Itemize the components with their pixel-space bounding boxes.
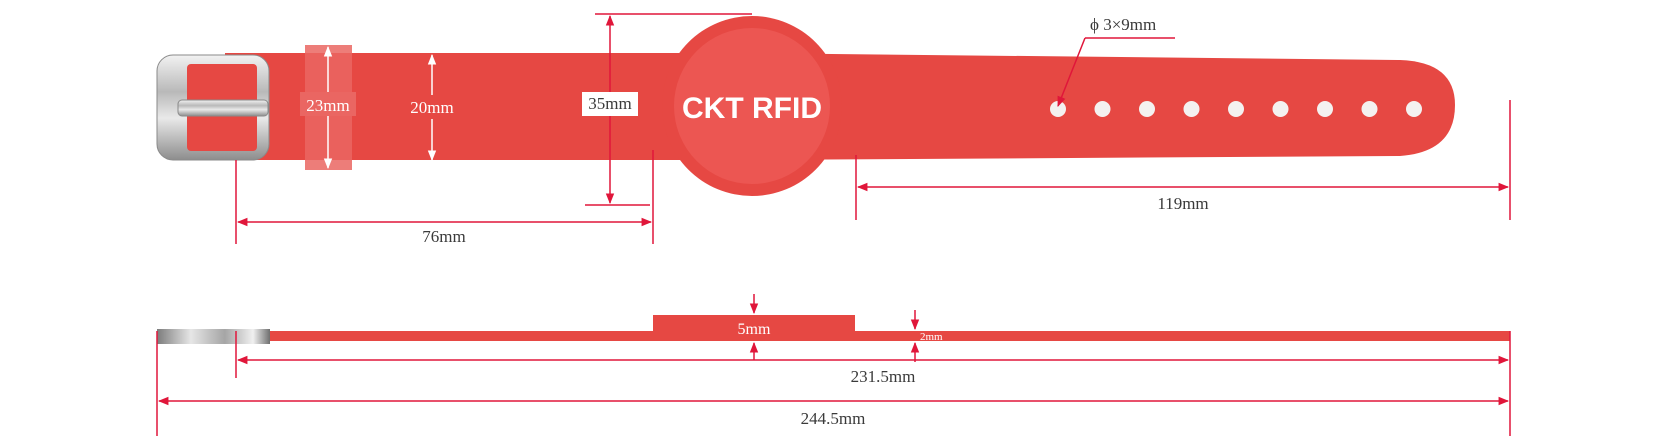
- strap-hole: [1050, 101, 1066, 117]
- strap-hole: [1361, 101, 1378, 117]
- strap-hole: [1272, 101, 1289, 117]
- dim-strap-thickness: 2mm: [920, 331, 943, 343]
- chip-disk: [674, 28, 830, 184]
- strap-hole: [1406, 101, 1422, 117]
- side-strap: [270, 331, 1510, 341]
- top-view: CKT RFID 23mm 20mm 35mm ϕ 3×9mm: [156, 13, 1511, 246]
- strap-hole: [1317, 101, 1333, 117]
- logo-text: CKT RFID: [682, 92, 822, 125]
- dim-chip-thickness: 5mm: [738, 321, 771, 338]
- strap-hole: [1228, 101, 1244, 117]
- dim-strap-width: 20mm: [410, 98, 453, 117]
- dim-tail-length: 119mm: [1157, 194, 1208, 213]
- buckle: [156, 54, 270, 161]
- side-buckle: [157, 329, 270, 344]
- strap-hole: [1139, 101, 1155, 117]
- dim-chip-diameter: 35mm: [588, 94, 631, 113]
- side-view: 5mm 2mm 231.5mm 244.5mm: [156, 294, 1511, 436]
- dim-strap-width-buckle: 23mm: [306, 96, 349, 115]
- dim-buckle-to-chip: 76mm: [422, 227, 465, 246]
- strap-holes: [1050, 101, 1422, 117]
- dim-total-length: 244.5mm: [801, 409, 866, 428]
- dim-strap-length: 231.5mm: [851, 367, 916, 386]
- strap-hole: [1183, 101, 1200, 117]
- dim-hole-size: ϕ 3×9mm: [1090, 15, 1156, 34]
- strap-hole: [1094, 101, 1111, 117]
- side-chip: [653, 315, 855, 341]
